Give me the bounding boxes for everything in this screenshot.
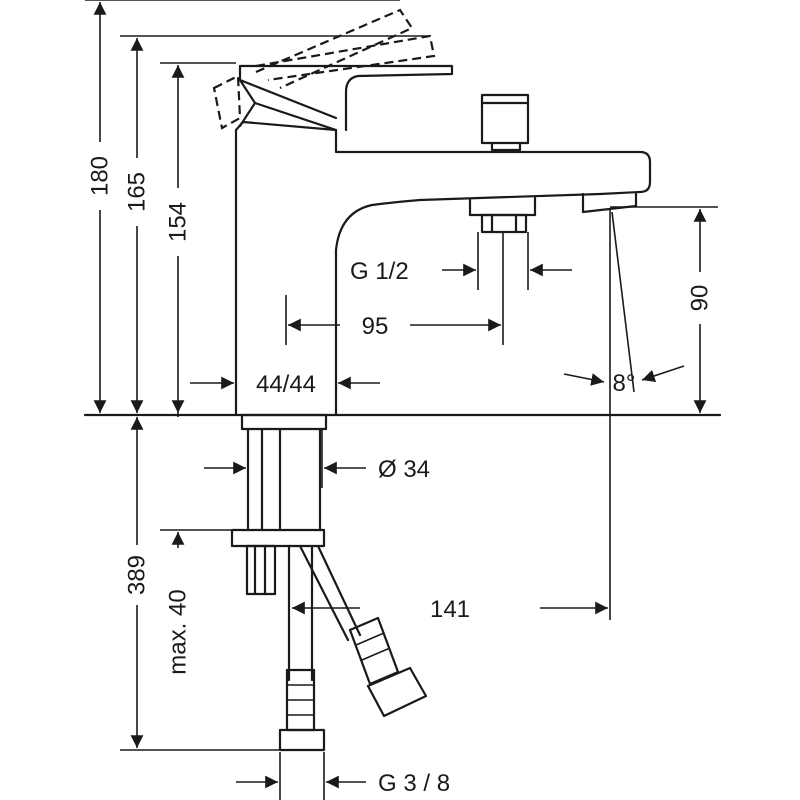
lever-open-position (212, 8, 436, 130)
dim-154-label: 154 (165, 202, 192, 242)
dim-389-label: 389 (124, 555, 151, 595)
dim-95-label: 95 (362, 313, 389, 340)
dim-g-half-label: G 1/2 (350, 258, 409, 285)
dim-90-label: 90 (687, 285, 714, 312)
dim-max-40-label: max. 40 (165, 589, 192, 674)
faucet-body (234, 64, 652, 417)
dim-diameter-34-label: Ø 34 (378, 456, 430, 483)
dim-8-degree-label: 8° (613, 370, 636, 397)
dim-165-label: 165 (124, 172, 151, 212)
dim-141-label: 141 (430, 596, 470, 623)
dim-44-44-label: 44/44 (256, 371, 316, 398)
mounting-assembly (230, 413, 428, 752)
dim-g-3-8-label: G 3 / 8 (378, 770, 450, 797)
dim-180-label: 180 (87, 156, 114, 196)
